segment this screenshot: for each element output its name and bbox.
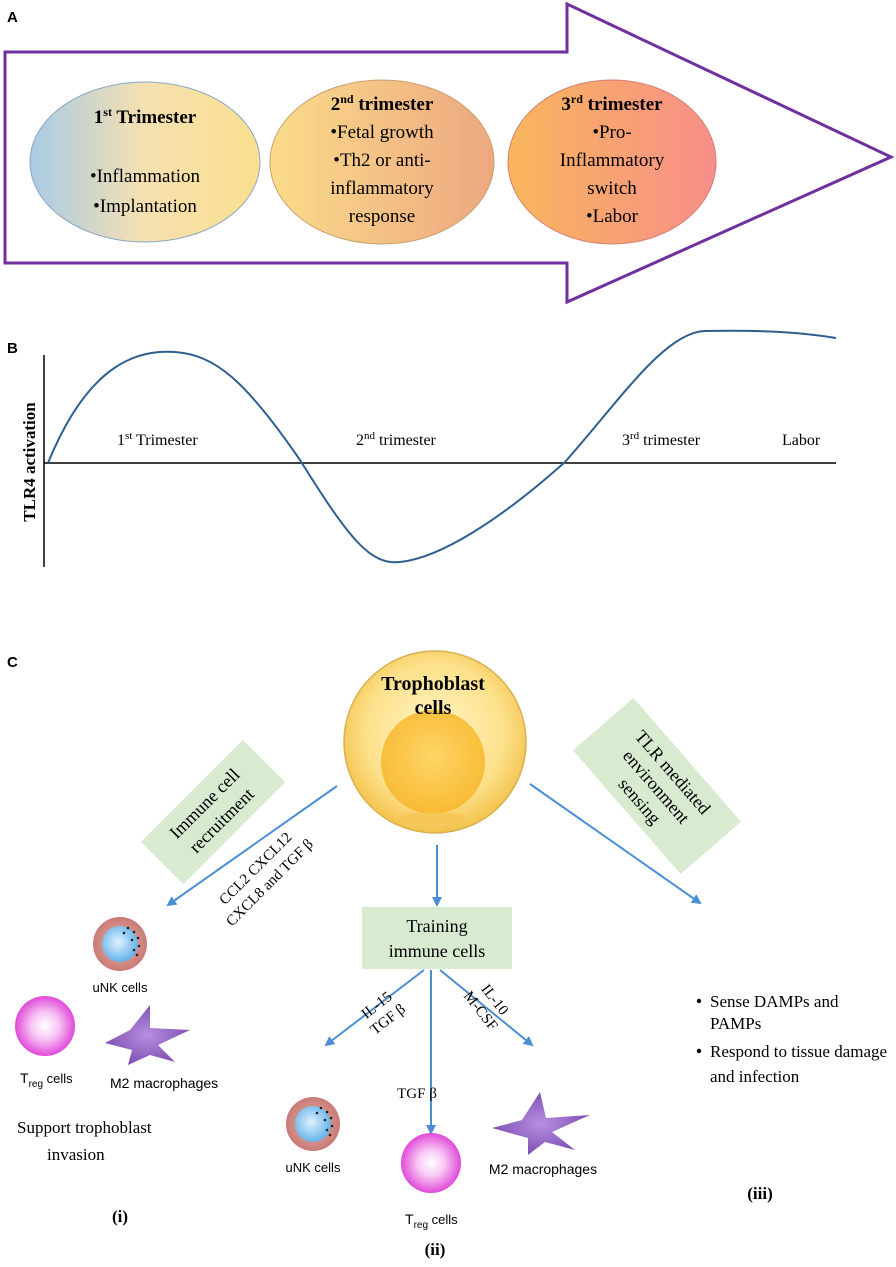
training-box-text: Training bbox=[406, 916, 467, 936]
support-invasion-text: Support trophoblast bbox=[17, 1118, 152, 1137]
third-trimester-item: switch bbox=[587, 178, 637, 199]
second-trimester-ellipse: 2nd trimester •Fetal growth •Th2 or anti… bbox=[269, 79, 495, 245]
panel-a-label: A bbox=[7, 9, 18, 26]
third-trimester-item: •Labor bbox=[586, 206, 639, 227]
first-trimester-item: •Implantation bbox=[93, 196, 197, 217]
right-bullet-text: Sense DAMPs and bbox=[710, 992, 839, 1011]
first-trimester-title: 1st Trimester bbox=[94, 105, 197, 128]
third-trimester-ellipse: 3rd trimester •Pro- Inflammatory switch … bbox=[507, 79, 717, 245]
unk-label-left: uNK cells bbox=[93, 980, 148, 995]
trophoblast-title: cells bbox=[415, 697, 452, 719]
tlr-sensing-arrow bbox=[529, 783, 702, 905]
il15-factor-label: IL-15 TGF β bbox=[359, 989, 409, 1039]
right-bullet-text: and infection bbox=[710, 1067, 800, 1086]
tlr-sensing-box: TLR mediated environment sensing bbox=[573, 697, 741, 875]
third-trimester-item: Inflammatory bbox=[560, 150, 665, 171]
treg-label-middle: Treg cells bbox=[405, 1211, 458, 1231]
trophoblast-title: Trophoblast bbox=[381, 673, 485, 695]
training-to-unk-arrow bbox=[324, 969, 425, 1047]
b-third-trimester-label: 3rd trimester bbox=[622, 430, 701, 449]
right-bullet-text: Respond to tissue damage bbox=[710, 1042, 887, 1061]
panel-c-label: C bbox=[7, 654, 18, 671]
treg-label-left: Treg cells bbox=[20, 1070, 73, 1090]
panel-b-label: B bbox=[7, 340, 18, 357]
b-labor-label: Labor bbox=[782, 432, 821, 449]
il10-factor-label: IL-10 M-CSF bbox=[460, 982, 511, 1034]
training-to-m2-arrow bbox=[439, 969, 534, 1047]
unk-label-middle: uNK cells bbox=[286, 1160, 341, 1175]
right-bullet-list: Sense DAMPs and PAMPs Respond to tissue … bbox=[696, 992, 887, 1086]
training-box bbox=[362, 907, 512, 969]
treg-cell-middle bbox=[401, 1133, 461, 1193]
m2-macrophage-middle bbox=[492, 1092, 590, 1155]
b-first-trimester-label: 1st Trimester bbox=[117, 430, 198, 449]
second-trimester-title: 2nd trimester bbox=[331, 92, 434, 115]
right-bullet-text: PAMPs bbox=[710, 1014, 761, 1033]
third-trimester-item: •Pro- bbox=[592, 122, 631, 143]
treg-cell-left bbox=[15, 996, 75, 1056]
unk-cell-left bbox=[93, 917, 147, 971]
first-trimester-item: •Inflammation bbox=[90, 166, 201, 187]
roman-i: (i) bbox=[112, 1207, 128, 1226]
unk-cell-middle bbox=[286, 1097, 340, 1151]
training-box-text: immune cells bbox=[389, 941, 485, 961]
m2-label-left: M2 macrophages bbox=[110, 1075, 218, 1091]
second-trimester-item: •Th2 or anti- bbox=[333, 150, 430, 171]
b-second-trimester-label: 2nd trimester bbox=[356, 430, 437, 449]
tgf-beta-label: TGF β bbox=[397, 1086, 437, 1102]
m2-label-middle: M2 macrophages bbox=[489, 1161, 597, 1177]
m2-macrophage-left bbox=[105, 1005, 190, 1065]
second-trimester-item: •Fetal growth bbox=[330, 122, 434, 143]
third-trimester-title: 3rd trimester bbox=[561, 92, 663, 115]
roman-ii: (ii) bbox=[425, 1240, 446, 1259]
trophoblast-cell: Trophoblast cells bbox=[343, 650, 527, 834]
second-trimester-item: response bbox=[349, 206, 415, 227]
roman-iii: (iii) bbox=[747, 1184, 773, 1203]
y-axis-label: TLR4 activation bbox=[20, 402, 39, 522]
second-trimester-item: inflammatory bbox=[330, 178, 434, 199]
recruitment-arrow bbox=[166, 785, 338, 907]
first-trimester-ellipse: 1st Trimester •Inflammation •Implantatio… bbox=[29, 81, 261, 243]
support-invasion-text: invasion bbox=[47, 1145, 105, 1164]
tlr4-curve bbox=[47, 329, 837, 564]
